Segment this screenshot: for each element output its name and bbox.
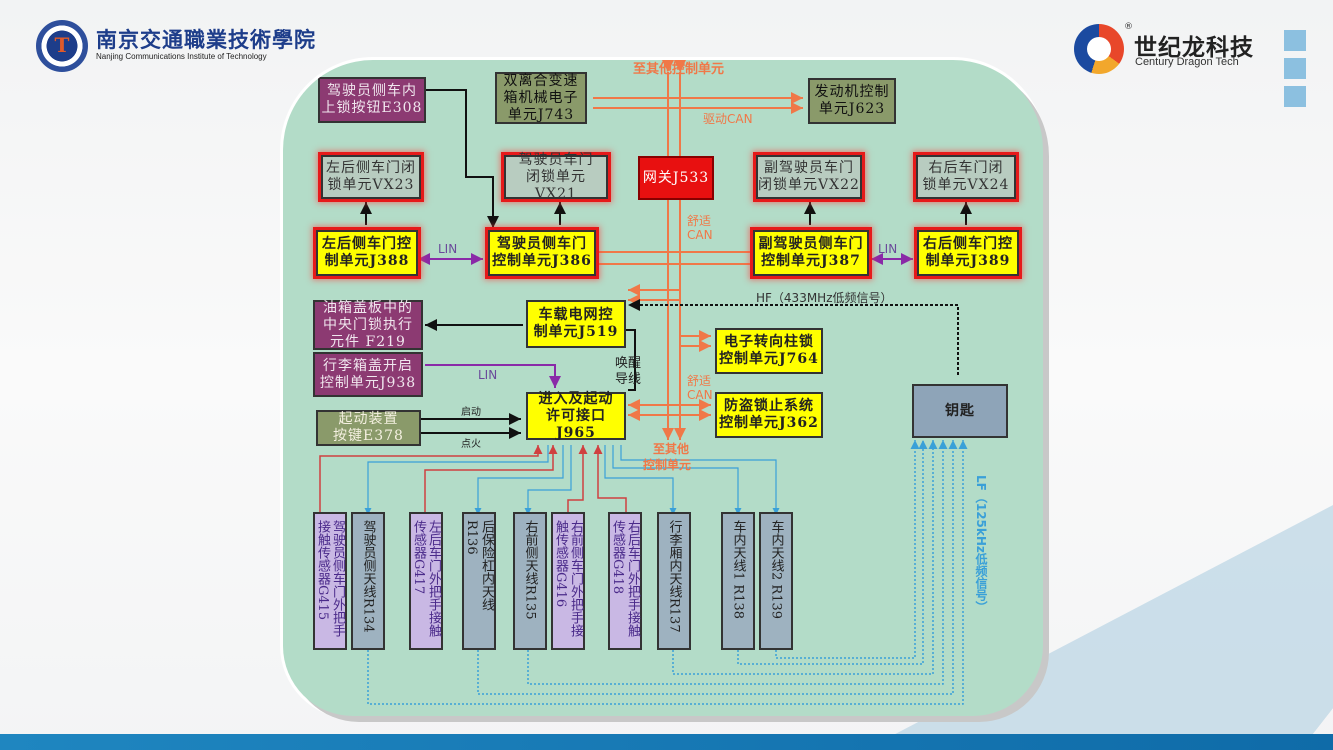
- brand-name-cn: 世纪龙科技: [1134, 35, 1254, 61]
- node-j764: 电子转向柱锁控制单元J764: [715, 328, 823, 374]
- component-r139: 车内天线2 R139: [759, 512, 793, 650]
- component-g416: 右前侧车门外把手接触传感器G416: [551, 512, 585, 650]
- school-name-en: Nanjing Communications Institute of Tech…: [96, 52, 267, 61]
- node-j388: 左后侧车门控制单元J388: [316, 230, 418, 276]
- decor-square: [1284, 30, 1306, 51]
- label-bottom-other-units-1: 至其他: [653, 442, 690, 456]
- node-f219: 油箱盖板中的中央门锁执行元件 F219: [313, 300, 423, 350]
- label-comfort-can-1: 舒适: [687, 214, 712, 228]
- label-wake-line-2: 导线: [615, 372, 642, 387]
- brand-logo-icon: [1074, 24, 1124, 74]
- label-drive-can: 驱动CAN: [703, 112, 753, 126]
- label-lin-trunk: LIN: [478, 368, 498, 382]
- node-j965: 进入及起动许可接口J965: [526, 391, 626, 441]
- label-ignition: 点火: [461, 439, 481, 450]
- can-bus: [498, 60, 803, 440]
- brand-name-en: Century Dragon Tech: [1135, 56, 1239, 68]
- footer-bar: [0, 734, 1333, 750]
- label-lin-left: LIN: [438, 242, 458, 256]
- label-lf: LF（125kHz低频信号）: [974, 475, 988, 613]
- node-j387: 副驾驶员侧车门控制单元J387: [753, 230, 869, 276]
- node-vx21: 驾驶员车门闭锁单元VX21: [504, 152, 608, 202]
- node-key: 钥匙: [912, 384, 1008, 438]
- node-vx22: 副驾驶员车门闭锁单元VX22: [756, 155, 862, 199]
- component-g417: 左后车门外把手接触传感器G417: [409, 512, 443, 650]
- label-start: 启动: [461, 407, 481, 418]
- component-r134: 驾驶员侧天线R134: [351, 512, 385, 650]
- node-j743: 双离合变速箱机械电子单元J743: [495, 72, 587, 124]
- node-j938: 行李箱盖开启控制单元J938: [313, 352, 423, 397]
- registered-mark: ®: [1124, 22, 1133, 32]
- node-j362: 防盗锁止系统控制单元J362: [715, 392, 823, 438]
- node-j519: 车载电网控制单元J519: [526, 300, 626, 348]
- component-r137: 行李厢内天线R137: [657, 512, 691, 650]
- decor-square: [1284, 58, 1306, 79]
- node-j389: 右后侧车门控制单元J389: [917, 230, 1019, 276]
- label-comfort-can-4: CAN: [687, 388, 713, 402]
- component-g415: 驾驶员侧车门外把手接触传感器G415: [313, 512, 347, 650]
- component-g418: 右后车门外把手接触传感器G418: [608, 512, 642, 650]
- label-comfort-can-3: 舒适: [687, 374, 712, 388]
- node-e378: 起动装置按键E378: [316, 410, 421, 446]
- label-comfort-can-2: CAN: [687, 228, 713, 242]
- label-hf: HF（433MHz低频信号）: [756, 291, 893, 305]
- node-j533: 网关J533: [638, 156, 714, 200]
- node-vx24: 右后车门闭锁单元VX24: [916, 155, 1016, 199]
- component-r135: 右前侧天线R135: [513, 512, 547, 650]
- school-logo: T: [36, 20, 88, 72]
- label-top-other-units: 至其他控制单元: [633, 62, 725, 77]
- node-j623: 发动机控制单元J623: [808, 78, 896, 124]
- diagram-panel: 至其他控制单元 驱动CAN 舒适 CAN 舒适 CAN 至其他 控制单元 LIN…: [283, 60, 1043, 716]
- label-wake-line-1: 唤醒: [615, 356, 642, 371]
- school-name-cn: 南京交通職業技術學院: [96, 27, 316, 52]
- connection-lines: [319, 60, 972, 705]
- component-r136: 后保险杠内天线R136: [462, 512, 496, 650]
- label-bottom-other-units-2: 控制单元: [643, 458, 692, 472]
- label-lin-right: LIN: [878, 242, 898, 256]
- node-e308: 驾驶员侧车内上锁按钮E308: [318, 77, 426, 123]
- decor-square: [1284, 86, 1306, 107]
- component-r138: 车内天线1 R138: [721, 512, 755, 650]
- node-j386: 驾驶员侧车门控制单元J386: [488, 230, 596, 276]
- node-vx23: 左后侧车门闭锁单元VX23: [321, 155, 421, 199]
